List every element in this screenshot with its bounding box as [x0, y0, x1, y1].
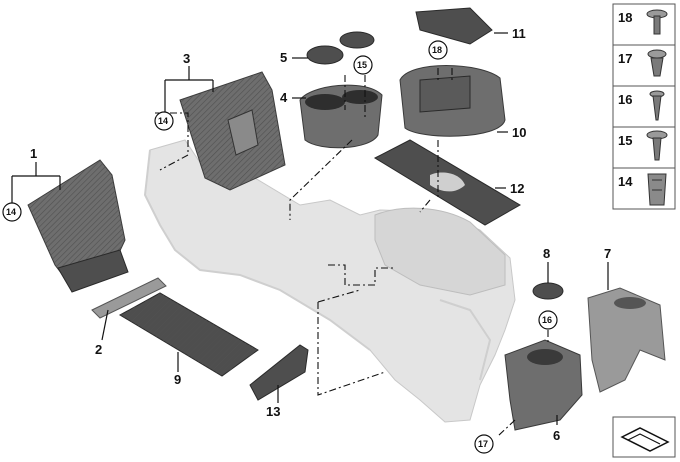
circled-callout-16: 16: [542, 315, 552, 325]
callout-13: 13: [266, 404, 280, 419]
callout-9: 9: [174, 372, 181, 387]
part-11-mat: [415, 7, 493, 45]
self-tapping-screw-icon: [649, 90, 665, 121]
callout-1: 1: [30, 146, 37, 161]
orientation-icon: [612, 416, 676, 458]
part-13-bracket: [249, 344, 309, 401]
screw-large-head-icon: [646, 9, 668, 35]
callout-3: 3: [183, 51, 190, 66]
circled-callout-17: 17: [478, 439, 488, 449]
part-6-rear-panel: [504, 339, 583, 431]
assembly-lines: [155, 68, 549, 437]
fastener-number-15: 15: [618, 133, 632, 148]
callout-11: 11: [512, 26, 526, 41]
fastener-panel: 18 17 16 15 14: [612, 3, 676, 210]
circled-callout-14b: 14: [158, 116, 168, 126]
part-9-mat: [118, 292, 259, 377]
callout-6: 6: [553, 428, 560, 443]
part-4-cup-holder: [299, 84, 383, 149]
callout-8: 8: [543, 246, 550, 261]
part-12-bracket: [373, 139, 521, 226]
flange-screw-icon: [646, 130, 668, 161]
callout-7: 7: [604, 246, 611, 261]
circled-callout-18: 18: [432, 45, 442, 55]
callout-labels: 1 2 3 4 5 6 7 8 9 10 11 12 13: [30, 26, 611, 443]
part-1-trim-panel: [27, 159, 129, 293]
part-2-trim-strip: [91, 277, 167, 319]
part-10-storage-box: [399, 65, 506, 137]
callout-2: 2: [95, 342, 102, 357]
circled-callout-15: 15: [357, 60, 367, 70]
part-3-trim-panel: [179, 71, 286, 191]
fastener-number-16: 16: [618, 92, 632, 107]
fastener-number-14: 14: [618, 174, 633, 189]
expanding-rivet-icon: [647, 49, 667, 77]
callout-12: 12: [510, 181, 524, 196]
fastener-number-17: 17: [618, 51, 632, 66]
callout-4: 4: [280, 90, 288, 105]
circled-callout-14a: 14: [6, 207, 16, 217]
center-console-body: [143, 139, 516, 423]
part-7-rear-cover: [587, 287, 666, 393]
leader-lines: [11, 32, 609, 425]
callout-5: 5: [280, 50, 287, 65]
callout-10: 10: [512, 125, 526, 140]
part-8-round-mat: [532, 282, 564, 300]
circled-callouts: 14 14 15 16 17 18: [2, 40, 558, 454]
part-5-cup-mats: [306, 31, 375, 65]
fastener-number-18: 18: [618, 10, 632, 25]
clip-nut-icon: [647, 173, 667, 206]
